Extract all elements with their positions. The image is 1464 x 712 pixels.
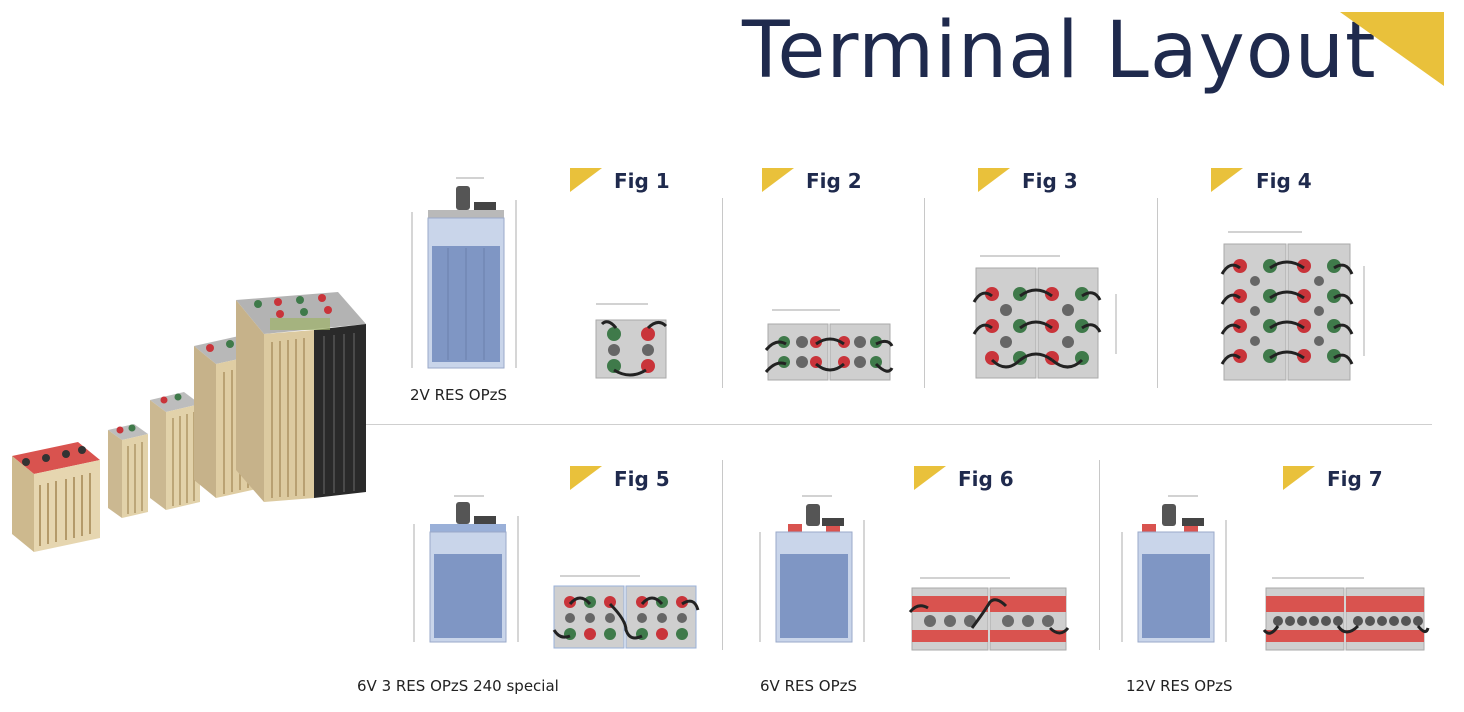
fig2-flag-icon xyxy=(762,168,794,192)
page-title: Terminal Layout xyxy=(742,6,1377,96)
caption-6v-3-res-opzs-240-special: 6V 3 RES OPzS 240 special xyxy=(357,677,559,695)
fig1-label: Fig 1 xyxy=(614,169,670,193)
fig6-label: Fig 6 xyxy=(958,467,1014,491)
fig7-terminal-diagram xyxy=(1262,577,1430,651)
fig3-flag-icon xyxy=(978,168,1010,192)
fig4-flag-icon xyxy=(1211,168,1243,192)
caption-2v-res-opzs: 2V RES OPzS xyxy=(410,386,508,404)
fig7-flag-icon xyxy=(1283,466,1315,490)
caption-12v-res-opzs: 12V RES OPzS xyxy=(1126,677,1233,695)
section-divider xyxy=(366,424,1432,425)
caption-6v-res-opzs: 6V RES OPzS xyxy=(760,677,858,695)
fig2-terminal-diagram xyxy=(764,309,894,381)
fig6-flag-icon xyxy=(914,466,946,490)
column-divider-5 xyxy=(1099,460,1100,650)
fig1-flag-icon xyxy=(570,168,602,192)
fig5-flag-icon xyxy=(570,466,602,490)
title-corner-flag-icon xyxy=(1340,12,1444,86)
column-divider-3 xyxy=(1157,198,1158,388)
fig6-terminal-diagram xyxy=(908,577,1070,651)
fig4-label: Fig 4 xyxy=(1256,169,1312,193)
column-divider-2 xyxy=(924,198,925,388)
fig3-terminal-diagram xyxy=(972,255,1117,379)
fig1-terminal-diagram xyxy=(595,303,668,379)
battery-family-illustration xyxy=(12,292,366,552)
fig7-label: Fig 7 xyxy=(1327,467,1383,491)
fig5-label: Fig 5 xyxy=(614,467,670,491)
fig3-label: Fig 3 xyxy=(1022,169,1078,193)
fig2-label: Fig 2 xyxy=(806,169,862,193)
cell-2v-front-drawing xyxy=(411,177,517,369)
fig4-terminal-diagram xyxy=(1220,231,1365,381)
column-divider-4 xyxy=(722,460,723,650)
fig5-cell-front-drawing xyxy=(413,495,519,643)
fig7-cell-front-drawing xyxy=(1121,495,1227,643)
fig5-terminal-diagram xyxy=(552,575,700,649)
column-divider-1 xyxy=(722,198,723,388)
fig6-cell-front-drawing xyxy=(759,495,865,643)
